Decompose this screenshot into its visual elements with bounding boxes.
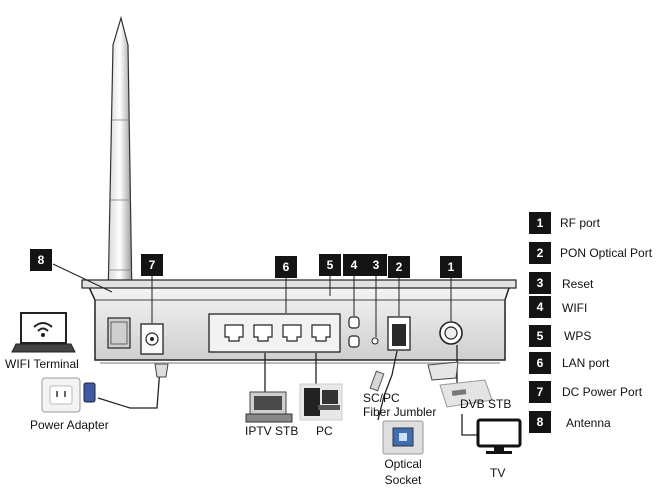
legend-label-2: PON Optical Port: [560, 246, 653, 260]
label-optical-socket-2: Socket: [384, 473, 422, 487]
pc-device: [299, 383, 343, 421]
label-tv: TV: [490, 466, 506, 480]
legend-num-3: 3: [529, 272, 551, 294]
legend-label-4: WIFI: [562, 301, 588, 315]
legend-label-8: Antenna: [566, 416, 611, 430]
router-feet: [154, 361, 459, 381]
legend-num-8: 8: [529, 411, 551, 433]
tv-device: [476, 418, 522, 454]
callout-2: 2: [388, 256, 410, 278]
label-fiber-jumbler-2: Fiber Jumbler: [363, 405, 437, 419]
label-optical-socket-1: Optical: [384, 457, 422, 471]
callout-3: 3: [365, 254, 387, 276]
optical-socket-device: [382, 420, 424, 455]
iptv-stb-device: [245, 391, 293, 423]
wifi-wps-buttons: [348, 316, 360, 348]
pon-optical-port: [387, 316, 411, 351]
callout-7: 7: [141, 254, 163, 276]
fiber-jumbler: [369, 370, 385, 392]
callout-4: 4: [343, 254, 365, 276]
power-adapter-socket: [41, 377, 96, 413]
callout-5: 5: [319, 254, 341, 276]
legend-num-1: 1: [529, 212, 551, 234]
rf-port: [439, 321, 463, 345]
label-fiber-jumbler-1: SC/PC: [363, 391, 400, 405]
reset-hole: [371, 337, 379, 345]
label-power-adapter: Power Adapter: [30, 418, 109, 432]
legend-num-6: 6: [529, 352, 551, 374]
legend-label-7: DC Power Port: [562, 385, 643, 399]
wifi-terminal-laptop: [11, 312, 76, 353]
callout-8: 8: [30, 249, 52, 271]
label-wifi-terminal: WIFI Terminal: [5, 357, 79, 371]
label-iptv-stb: IPTV STB: [245, 424, 299, 438]
dc-power-jack: [140, 323, 164, 355]
label-dvb-stb: DVB STB: [460, 397, 512, 411]
legend-num-2: 2: [529, 242, 551, 264]
label-pc: PC: [316, 424, 333, 438]
legend-label-1: RF port: [560, 216, 601, 230]
lan-ports: [208, 313, 341, 353]
legend-num-5: 5: [529, 325, 551, 347]
legend-label-5: WPS: [564, 329, 592, 343]
legend-label-6: LAN port: [562, 356, 610, 370]
dvb-stb-device: [439, 379, 493, 408]
callout-lines: [52, 263, 452, 337]
legend-num-4: 4: [529, 296, 551, 318]
legend-num-7: 7: [529, 381, 551, 403]
legend-label-3: Reset: [562, 277, 594, 291]
antenna: [107, 15, 133, 301]
antenna-connector: [107, 317, 131, 349]
callout-6: 6: [275, 256, 297, 278]
callout-1: 1: [440, 256, 462, 278]
